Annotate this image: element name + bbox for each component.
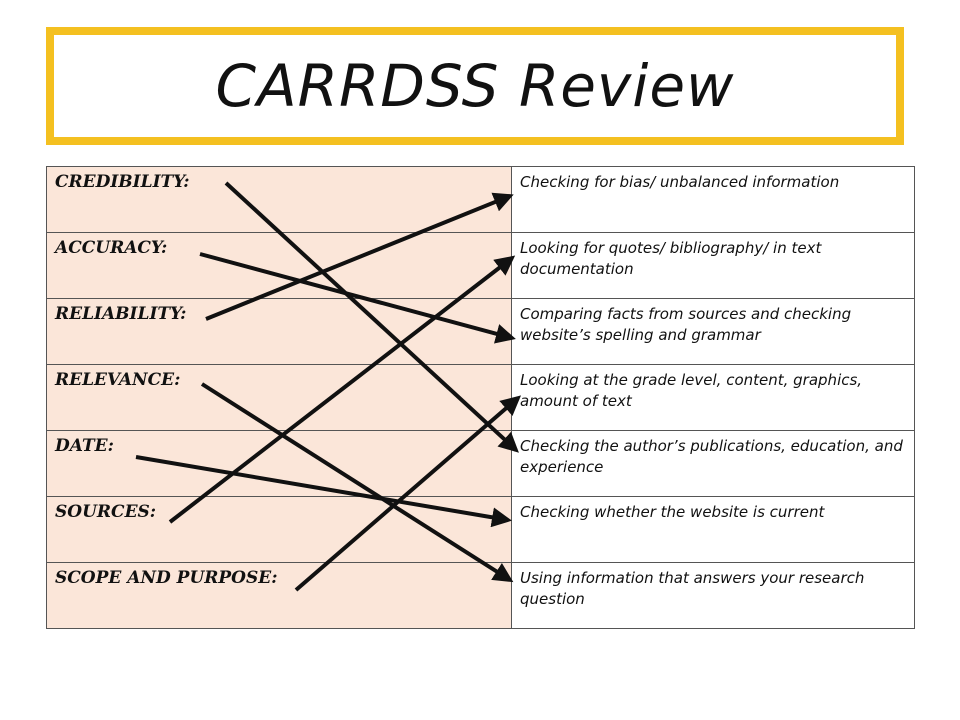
page-title: CARRDSS Review (215, 52, 735, 120)
term-sources: SOURCES: (46, 496, 512, 563)
table-row: SCOPE AND PURPOSE: Using information tha… (46, 562, 915, 629)
term-scope-and-purpose: SCOPE AND PURPOSE: (46, 562, 512, 629)
matching-table: CREDIBILITY: Checking for bias/ unbalanc… (46, 166, 915, 629)
description-bias: Checking for bias/ unbalanced informatio… (511, 166, 915, 233)
table-row: CREDIBILITY: Checking for bias/ unbalanc… (46, 166, 915, 233)
description-research-question: Using information that answers your rese… (511, 562, 915, 629)
term-reliability: RELIABILITY: (46, 298, 512, 365)
term-relevance: RELEVANCE: (46, 364, 512, 431)
description-current: Checking whether the website is current (511, 496, 915, 563)
title-box: CARRDSS Review (46, 27, 904, 145)
term-date: DATE: (46, 430, 512, 497)
term-accuracy: ACCURACY: (46, 232, 512, 299)
description-comparing-facts: Comparing facts from sources and checkin… (511, 298, 915, 365)
table-row: RELEVANCE: Looking at the grade level, c… (46, 364, 915, 431)
table-row: SOURCES: Checking whether the website is… (46, 496, 915, 563)
description-author: Checking the author’s publications, educ… (511, 430, 915, 497)
table-row: DATE: Checking the author’s publications… (46, 430, 915, 497)
description-grade-level: Looking at the grade level, content, gra… (511, 364, 915, 431)
table-row: RELIABILITY: Comparing facts from source… (46, 298, 915, 365)
description-quotes: Looking for quotes/ bibliography/ in tex… (511, 232, 915, 299)
term-credibility: CREDIBILITY: (46, 166, 512, 233)
table-row: ACCURACY: Looking for quotes/ bibliograp… (46, 232, 915, 299)
